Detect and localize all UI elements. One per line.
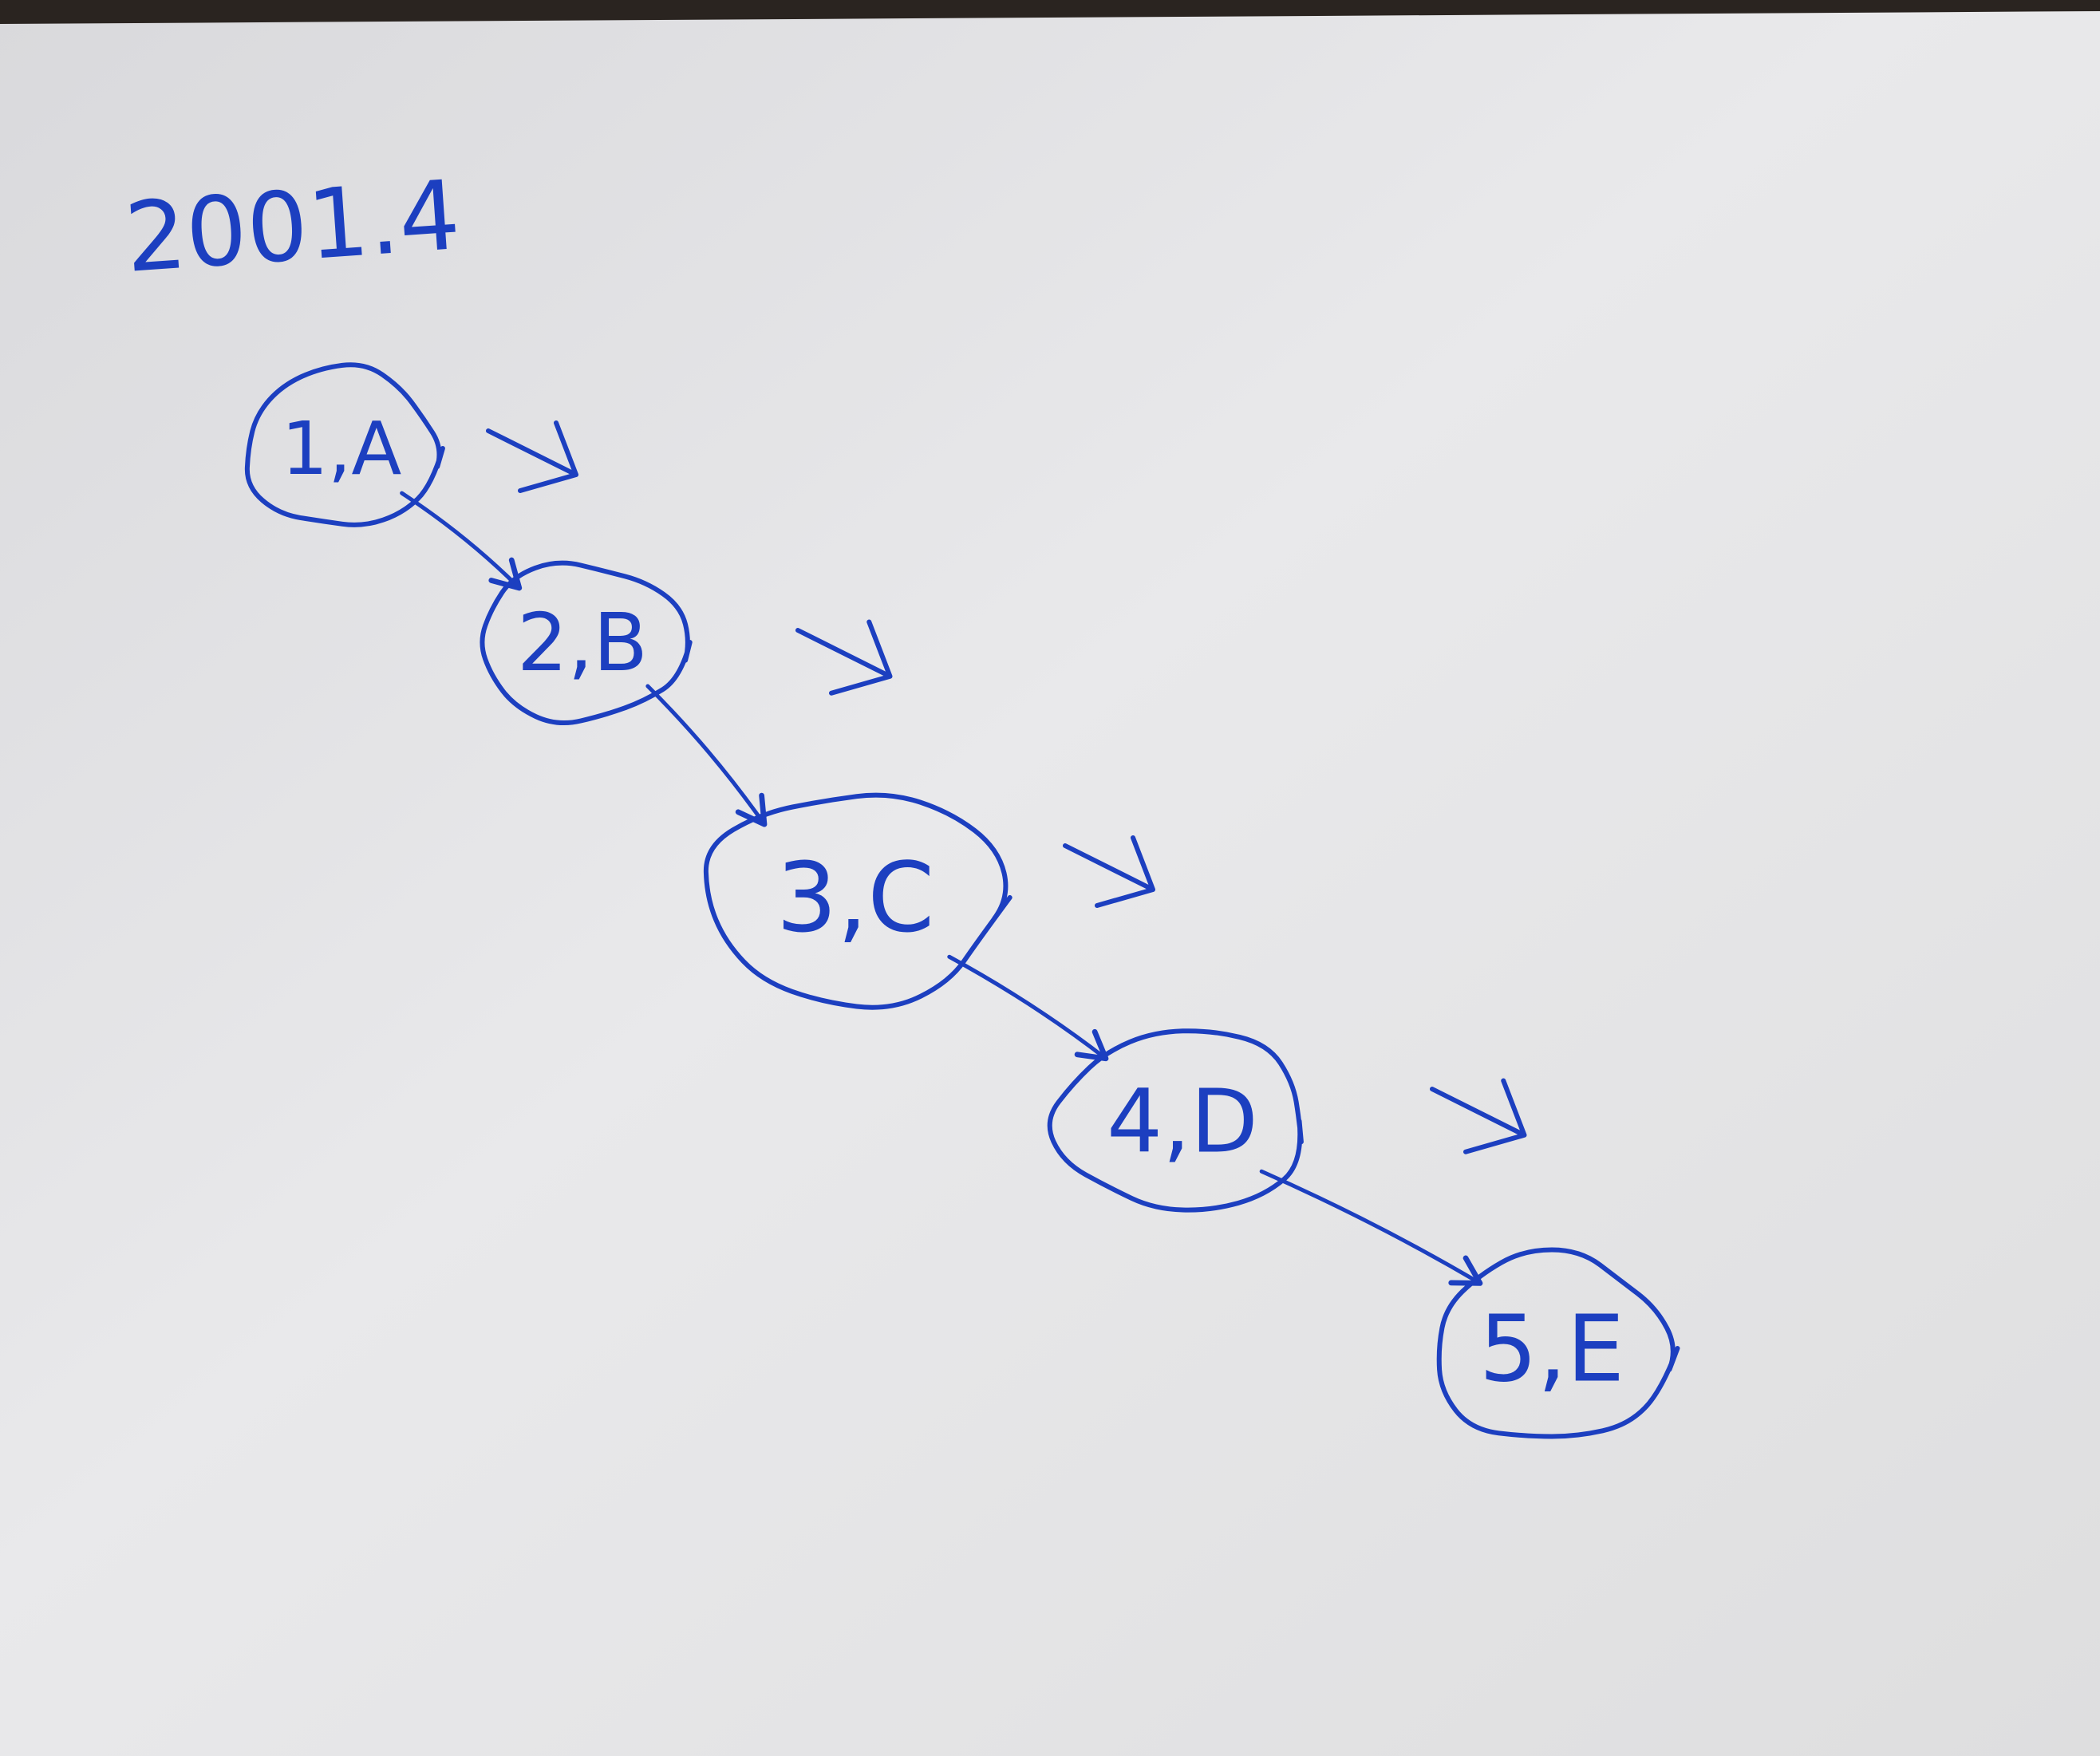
edges-layer xyxy=(400,491,1483,1286)
node-label: 2,B xyxy=(517,596,648,689)
node-4: 4,D xyxy=(1047,1028,1304,1213)
chevron-arrow-icon xyxy=(1430,1078,1527,1154)
chevrons-layer xyxy=(486,420,1527,1154)
node-5: 5,E xyxy=(1436,1247,1680,1439)
nodes-layer: 1,A 2,B 3,C 4,D 5,E xyxy=(244,362,1680,1439)
edge-1 xyxy=(400,491,523,591)
node-outline xyxy=(1047,1028,1304,1213)
node-label: 3,C xyxy=(776,843,934,954)
chevron-arrow-icon xyxy=(1063,835,1155,908)
edge-3 xyxy=(947,954,1109,1062)
node-2: 2,B xyxy=(480,560,693,726)
node-outline xyxy=(480,560,693,726)
chevron-arrow-icon xyxy=(795,619,893,696)
node-label: 5,E xyxy=(1479,1296,1624,1403)
node-outline xyxy=(1436,1247,1680,1439)
chevron-arrow-icon xyxy=(486,420,578,493)
node-outline xyxy=(703,792,1012,1010)
node-3: 3,C xyxy=(703,792,1012,1010)
node-1: 1,A xyxy=(244,362,445,527)
edge-4 xyxy=(1259,1169,1483,1286)
edge-2 xyxy=(645,684,768,827)
diagram-title: 2001.4 xyxy=(121,160,464,294)
node-label: 1,A xyxy=(282,406,402,491)
node-label: 4,D xyxy=(1107,1071,1258,1173)
node-outline xyxy=(244,362,445,527)
